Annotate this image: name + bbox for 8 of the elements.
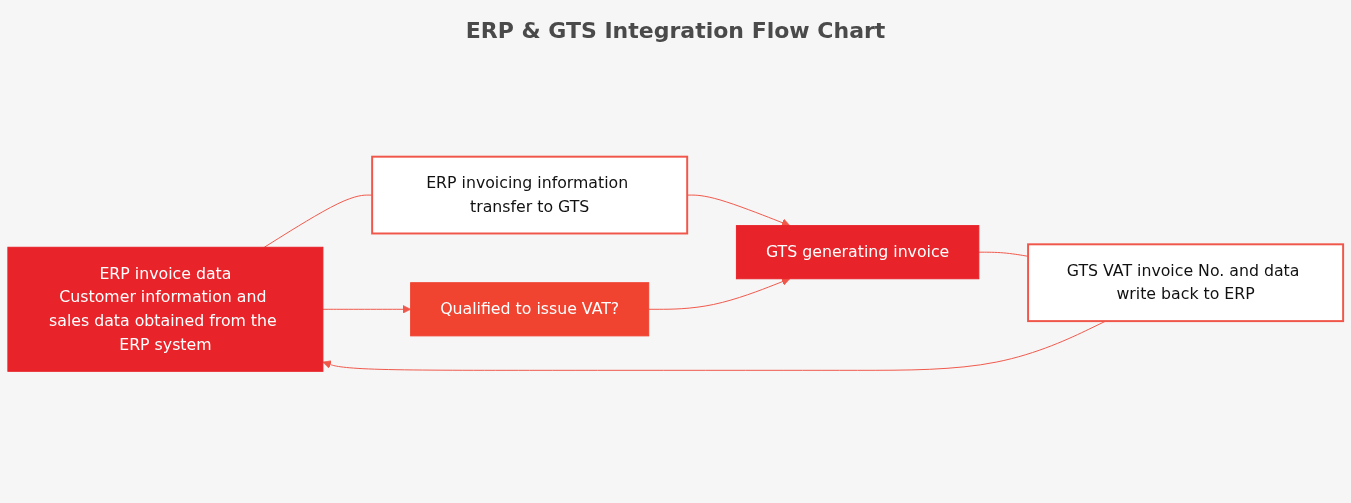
node-box: ERP invoice data Customer information and sales data obtained from the ERP system: [7, 246, 324, 372]
chart-title: ERP & GTS Integration Flow Chart: [464, 18, 887, 43]
node-box: ERP invoicing information transfer to GTS: [371, 155, 689, 235]
connector: [263, 194, 373, 248]
node-box: Qualified to issue VAT?: [410, 282, 650, 337]
connector: [978, 251, 1029, 257]
node-box: GTS VAT invoice No. and data write back to ERP: [1027, 243, 1345, 323]
node-box: GTS generating invoice: [735, 225, 980, 280]
